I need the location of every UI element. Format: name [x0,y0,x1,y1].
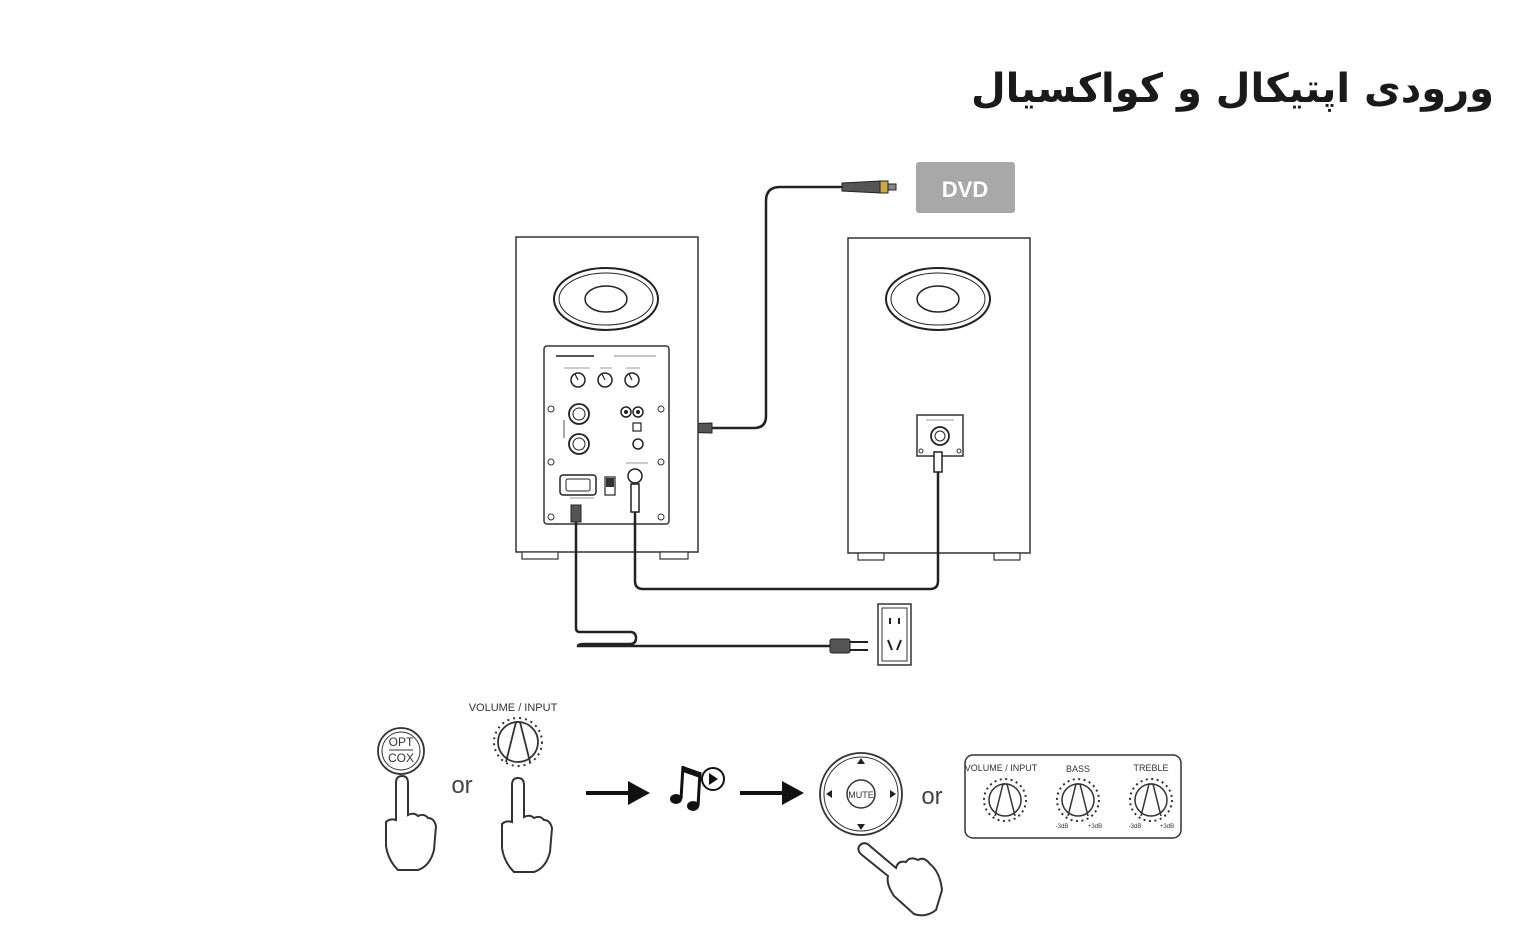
panel-volume-input-label: VOLUME / INPUT [965,763,1038,773]
treble-max-label: +3dB [1160,824,1174,830]
wall-outlet [877,603,912,666]
cox-label: COX [388,751,414,765]
speaker-link-cable [630,451,943,591]
hand-press-icon [857,842,944,917]
panel-bass-knob [1056,778,1100,822]
power-cable [570,504,868,654]
arrow-right-icon [586,781,650,805]
or-text-2: or [921,783,942,810]
volume-input-title: VOLUME / INPUT [469,702,558,714]
or-text-1: or [451,772,472,799]
bass-min-label: -3dB [1056,824,1069,830]
opt-label: OPT [389,735,414,749]
music-play-icon [670,765,725,811]
dvd-device: DVD [916,162,1015,213]
mute-label: MUTE [848,790,874,800]
page-title: ورودی اپتیکال و کواکسیال [970,66,1494,112]
remote-mute-pad: MUTE [819,752,903,836]
opt-cox-button: OPT COX [377,727,425,775]
dvd-label: DVD [942,177,988,202]
arrow-right-icon [740,781,804,805]
hand-press-icon [501,776,554,873]
treble-min-label: -3dB [1129,824,1142,830]
control-panel: VOLUME / INPUT BASS TREBLE -3dB +3dB -3d… [964,754,1182,839]
volume-input-knob [493,717,543,767]
bass-max-label: +3dB [1088,824,1102,830]
panel-bass-label: BASS [1066,764,1090,774]
hand-press-icon [385,774,438,871]
active-speaker [515,236,699,560]
panel-treble-knob [1129,778,1173,822]
panel-treble-label: TREBLE [1133,763,1168,773]
panel-volume-knob [983,778,1027,822]
